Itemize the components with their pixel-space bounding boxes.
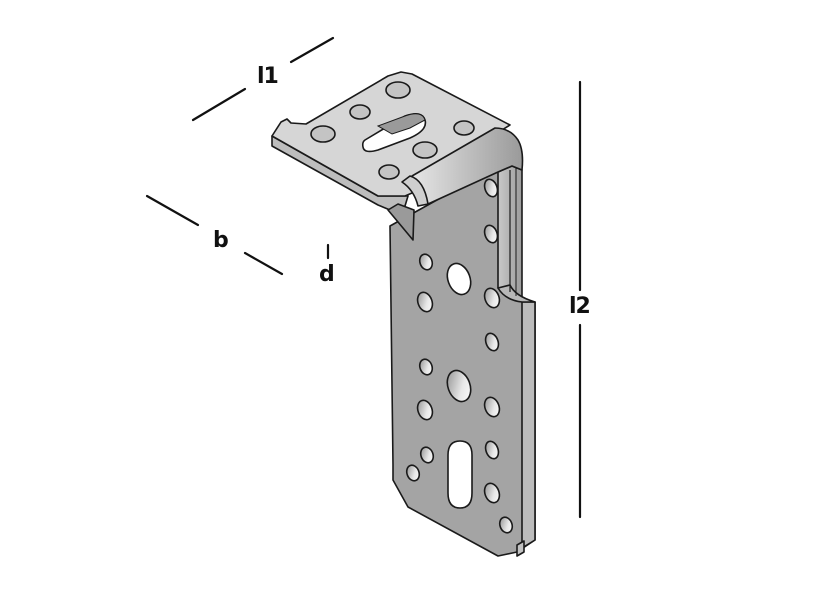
dim-b-line-left [145, 194, 200, 227]
hole [483, 224, 499, 244]
slot-inner-wall [376, 113, 426, 135]
vertical-flange-edge [521, 301, 536, 549]
hole [405, 464, 421, 482]
hole [412, 141, 438, 159]
dim-b-line-right [243, 251, 284, 276]
hole [419, 446, 435, 464]
hole [483, 178, 499, 198]
dimension-label-l1: l1 [257, 64, 279, 89]
corner-notch [387, 203, 415, 241]
hole-large [446, 369, 472, 403]
hole [416, 399, 434, 421]
horizontal-flange-holes [310, 81, 475, 180]
hole [418, 358, 434, 376]
hole [418, 253, 434, 271]
hole [385, 81, 411, 99]
hole [453, 120, 475, 136]
hole [483, 287, 501, 309]
hole [378, 164, 400, 180]
bottom-notch [516, 540, 525, 557]
hole [484, 332, 500, 352]
dim-l1-line-left [191, 87, 247, 122]
dimension-label-b: b [213, 228, 229, 253]
hole [483, 482, 501, 504]
dimension-label-d: d [319, 262, 335, 287]
hole [483, 396, 501, 418]
bend-cap [401, 175, 429, 207]
dimension-label-l2: l2 [569, 294, 591, 319]
hole [349, 104, 371, 120]
hole [416, 291, 434, 313]
vertical-flange-holes [405, 178, 514, 534]
dimension-lines [145, 36, 582, 519]
hole [310, 125, 336, 143]
hole [498, 516, 514, 534]
hole [484, 440, 500, 460]
hole-large [446, 262, 472, 296]
dim-l1-line-right [289, 36, 335, 64]
slot-vertical [447, 440, 473, 509]
